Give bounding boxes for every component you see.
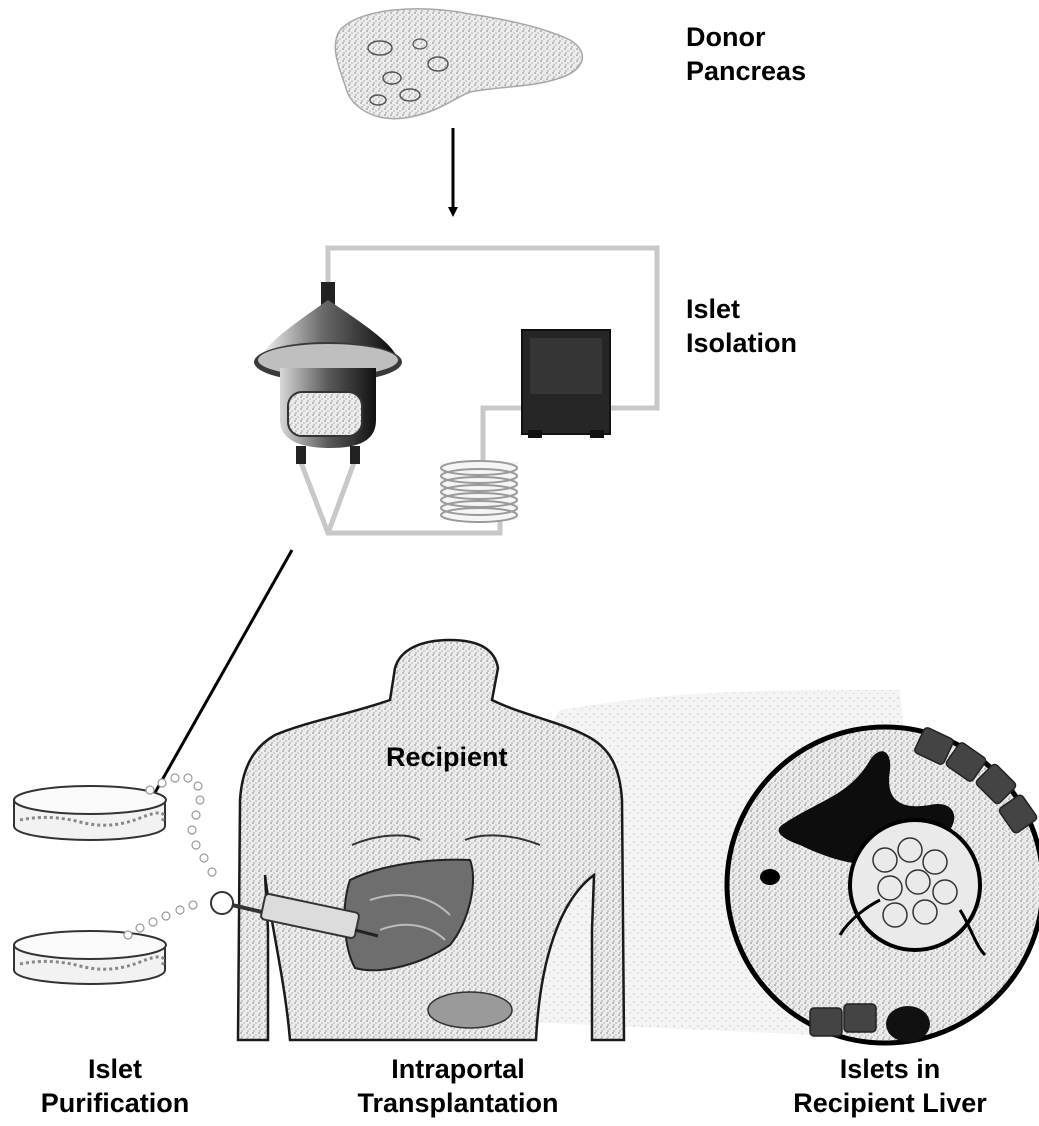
heating-coil-icon	[440, 461, 518, 522]
islet-isolation-label: Islet Isolation	[686, 292, 797, 360]
recipient-label: Recipient	[386, 740, 508, 774]
digestion-chamber-icon	[254, 282, 402, 464]
liver-label-line-2: Recipient Liver	[770, 1086, 1010, 1120]
pump-icon	[522, 330, 610, 438]
liver-label-line-1: Islets in	[770, 1052, 1010, 1086]
purification-label-line-1: Islet	[20, 1052, 210, 1086]
donor-pancreas-icon	[335, 9, 582, 119]
isolation-label-line-1: Islet	[686, 292, 797, 326]
isolation-label-line-2: Isolation	[686, 326, 797, 360]
donor-label-line-1: Donor	[686, 20, 806, 54]
intraportal-transplantation-label: Intraportal Transplantation	[328, 1052, 588, 1120]
magnified-liver-islet-icon	[727, 727, 1039, 1043]
islets-in-liver-label: Islets in Recipient Liver	[770, 1052, 1010, 1120]
islet-purification-label: Islet Purification	[20, 1052, 210, 1120]
petri-dish-icon	[14, 931, 166, 984]
transplantation-label-line-2: Transplantation	[328, 1086, 588, 1120]
donor-pancreas-label: Donor Pancreas	[686, 20, 806, 88]
donor-label-line-2: Pancreas	[686, 54, 806, 88]
petri-dish-icon	[14, 786, 166, 840]
purification-label-line-2: Purification	[20, 1086, 210, 1120]
transplantation-label-line-1: Intraportal	[328, 1052, 588, 1086]
